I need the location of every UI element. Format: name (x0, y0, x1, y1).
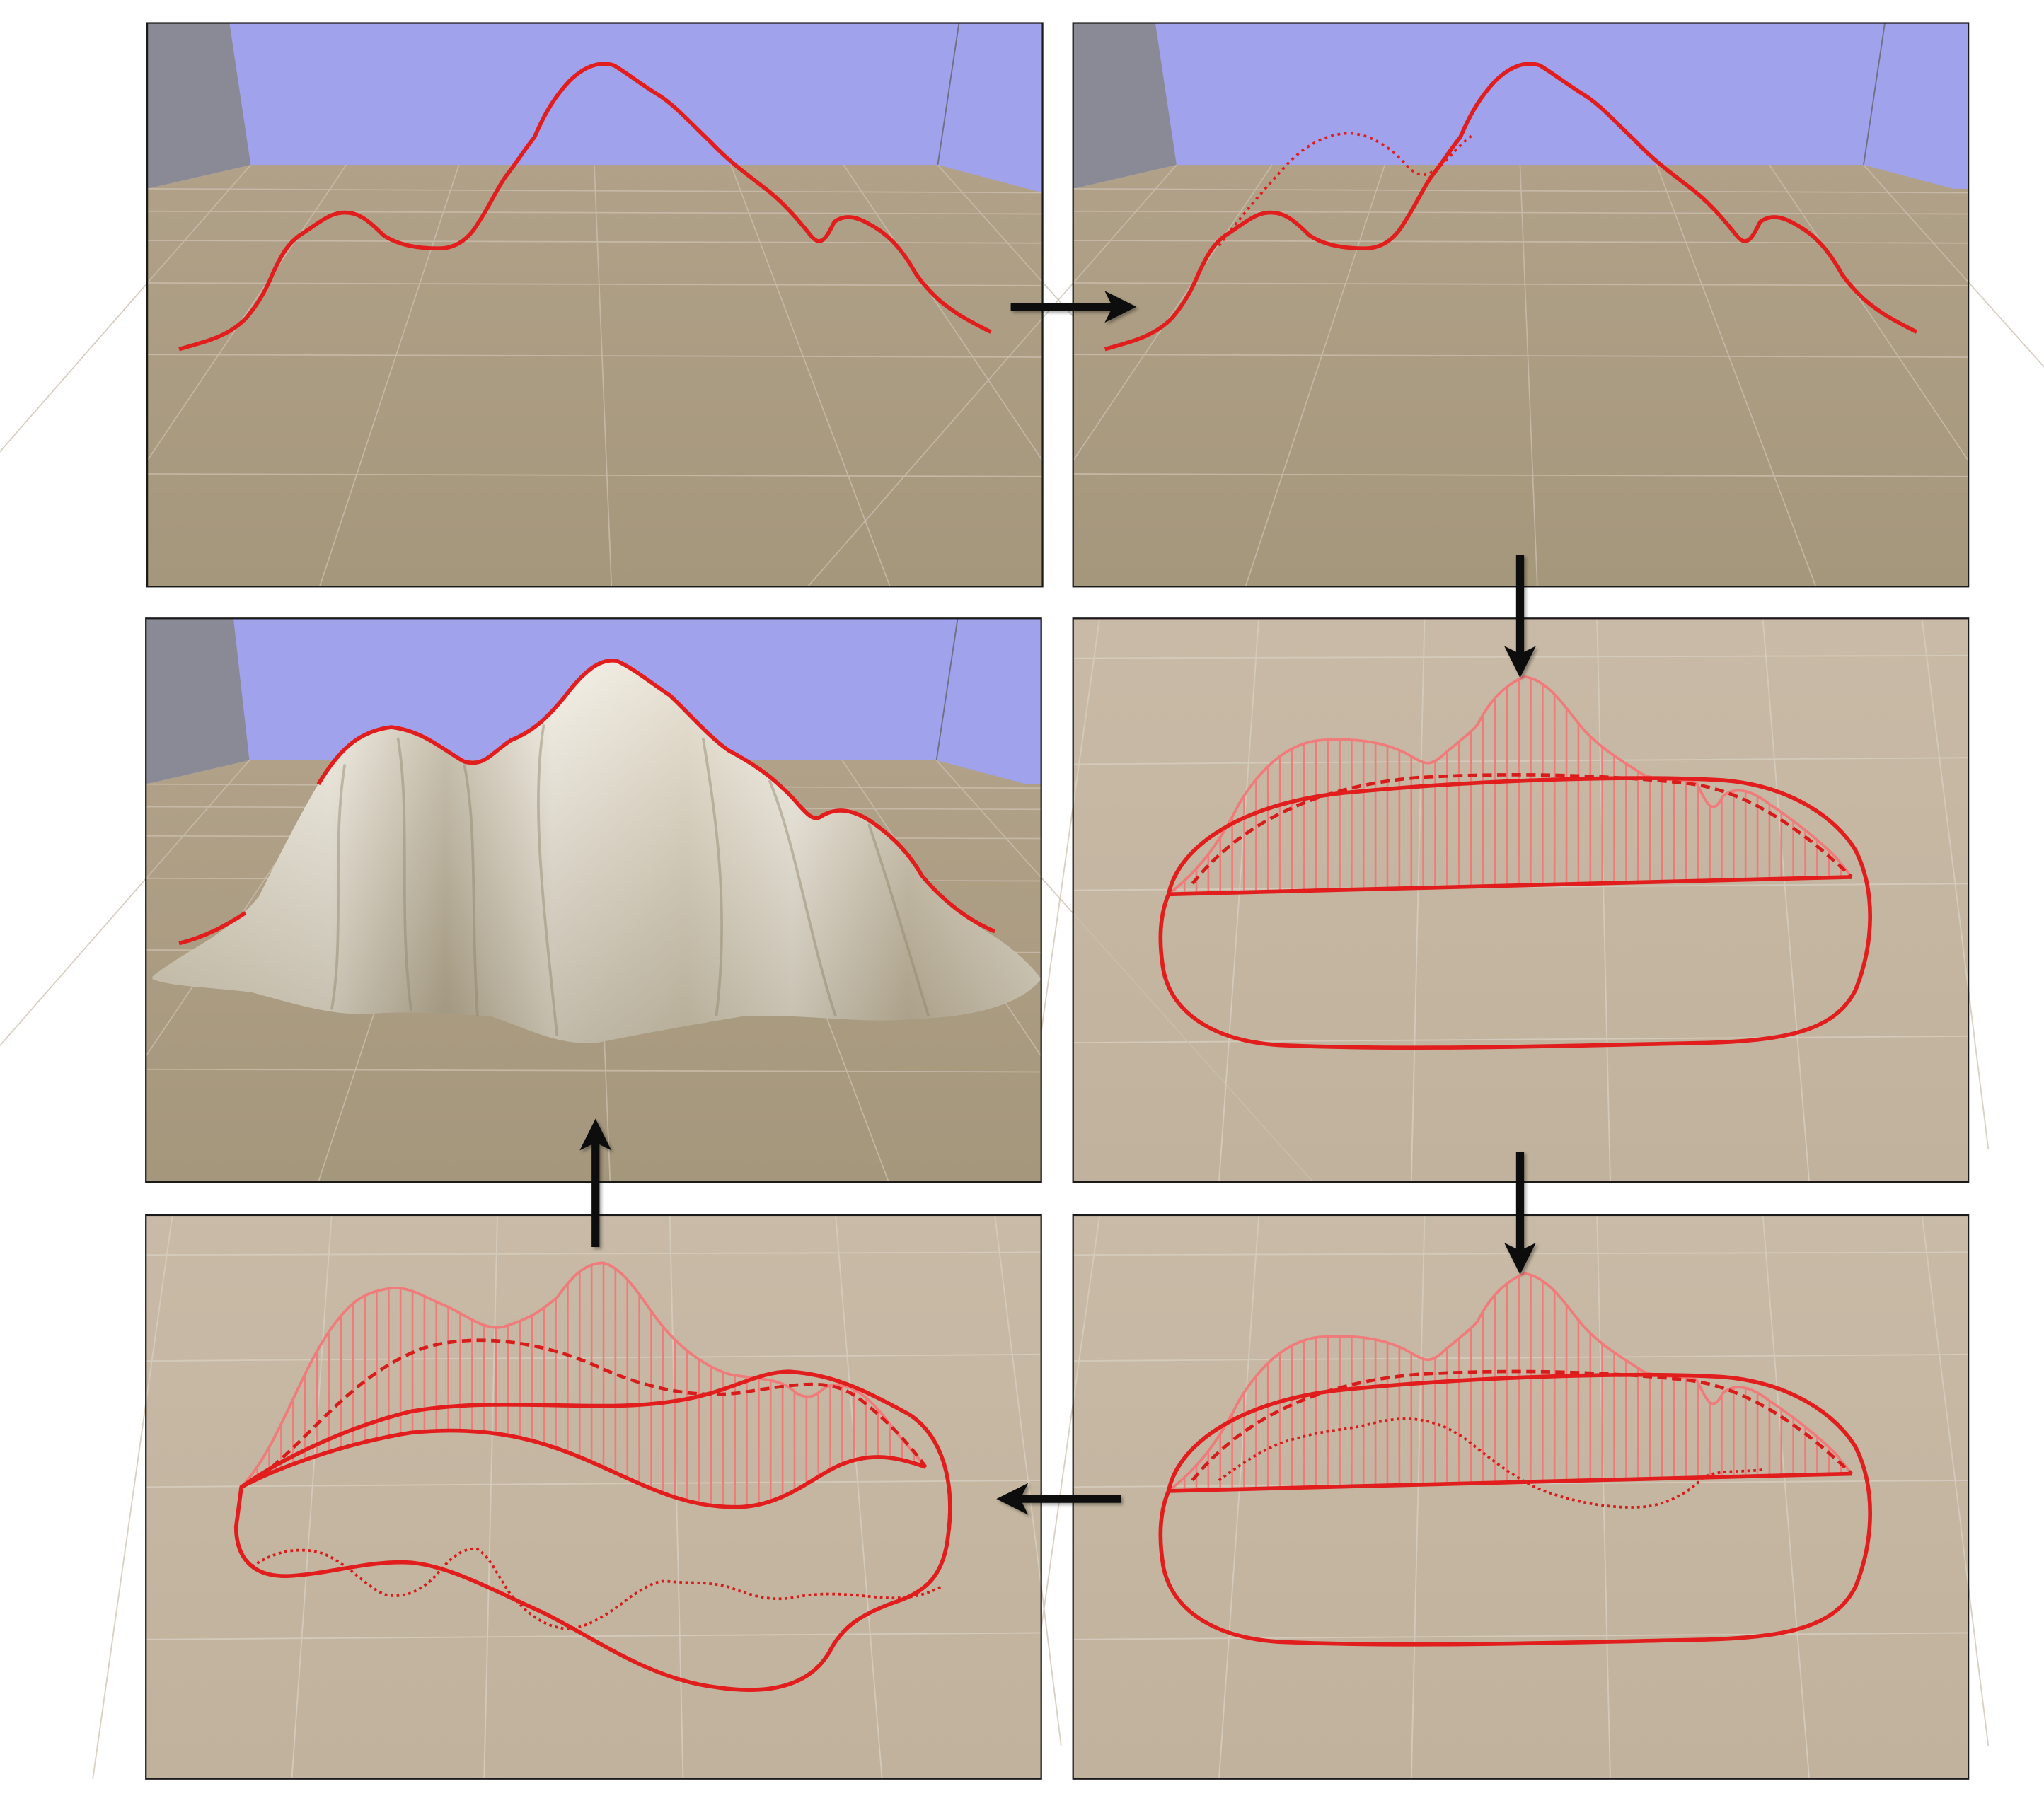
new-stroke-dotted (1218, 1417, 1763, 1509)
hatched-profile (256, 1263, 916, 1507)
deformed-lower-curve (240, 1428, 927, 1509)
panel-result-terrain (0, 618, 1314, 1183)
old-stroke-dotted (251, 1547, 942, 1630)
dashed-spine (1191, 773, 1853, 885)
dashed-spine (1191, 1369, 1853, 1482)
panel-top-view-deformed (92, 1214, 1062, 1779)
panel-oversketch-silhouette (807, 23, 2044, 587)
silhouette-stroke (1104, 62, 1918, 352)
boundary-loop (1158, 1372, 1872, 1647)
silhouette-stroke-left-end (178, 911, 247, 946)
silhouette-stroke (316, 659, 996, 934)
ground-grid (92, 1214, 1062, 1779)
flow-arrows (579, 291, 1536, 1515)
hatched-profile (1183, 678, 1842, 894)
ground-grid (1019, 618, 1990, 1183)
profile-outline (240, 1261, 928, 1488)
mountain-terrain (152, 660, 1041, 1043)
panel-top-view-region (1019, 618, 1990, 1183)
baseline-stroke (1168, 1471, 1852, 1493)
dashed-spine (270, 1338, 928, 1468)
panel-top-view-region-edit (1019, 1214, 1990, 1779)
deformed-loop (233, 1369, 952, 1692)
boundary-loop (1158, 776, 1872, 1050)
hatched-profile (1183, 1275, 1842, 1491)
baseline-stroke (1168, 875, 1852, 897)
silhouette-stroke (178, 62, 992, 352)
ground-grid (807, 164, 2044, 587)
terrain-ridges (330, 724, 930, 1037)
